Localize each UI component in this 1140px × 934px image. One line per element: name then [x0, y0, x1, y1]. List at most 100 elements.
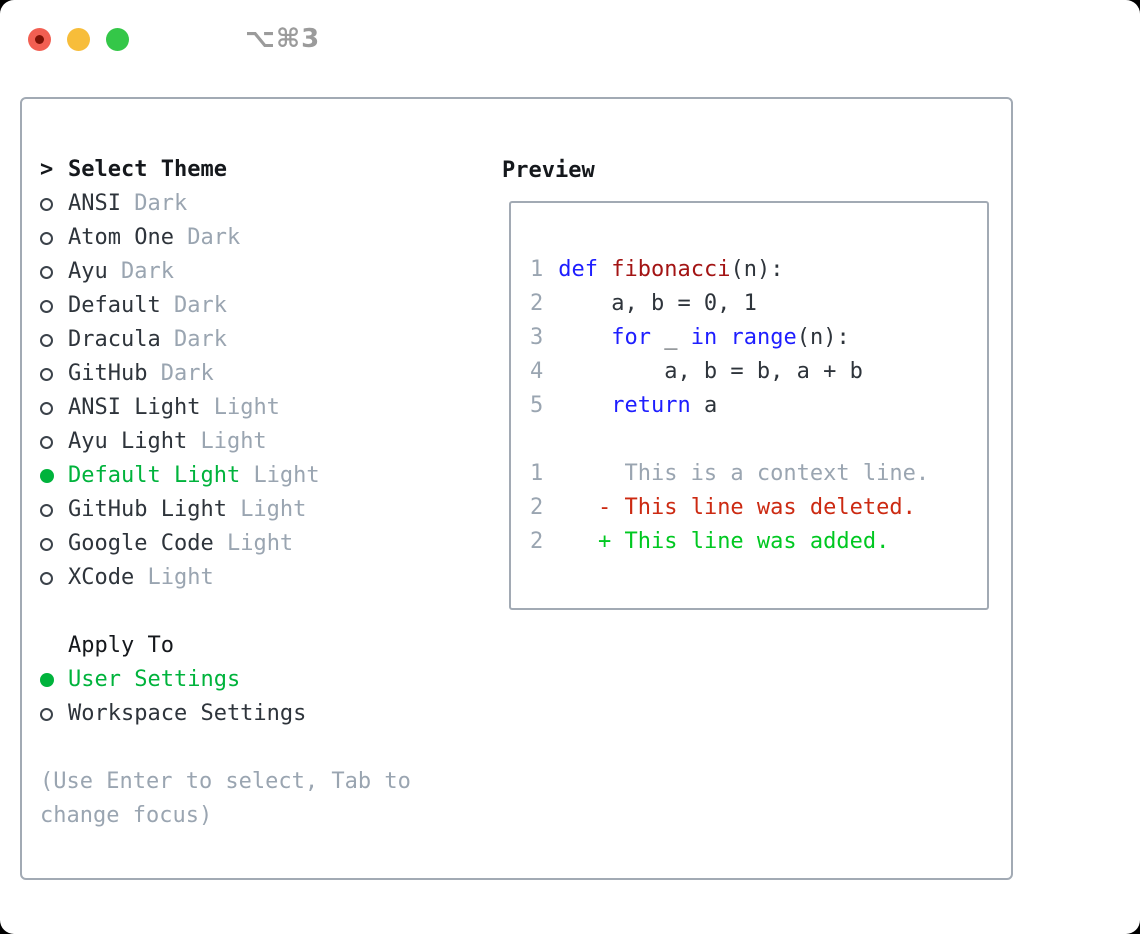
- radio-circle: [40, 673, 54, 687]
- radio-icon: [40, 537, 68, 551]
- radio-circle: [40, 333, 53, 347]
- radio-circle: [40, 367, 53, 381]
- radio-icon: [40, 707, 68, 721]
- code-segment-keyword: def: [558, 257, 598, 282]
- code-segment-plain: a, b = b, a + b: [558, 359, 863, 384]
- theme-name: Atom One: [68, 225, 188, 250]
- radio-selected-icon: [40, 469, 68, 483]
- keyboard-shortcut-label: ⌥⌘3: [245, 24, 321, 54]
- close-button[interactable]: [28, 27, 51, 51]
- select-theme-title: Select Theme: [68, 157, 227, 182]
- theme-variant-tag: Light: [200, 429, 267, 454]
- apply-to-header: Apply To: [40, 629, 490, 663]
- unsaved-dot-icon: [35, 34, 44, 44]
- theme-option-ansi-light[interactable]: ANSI Light Light: [40, 391, 490, 425]
- line-number: 2: [530, 495, 544, 520]
- radio-icon: [40, 401, 68, 415]
- radio-icon: [40, 367, 68, 381]
- theme-option-xcode[interactable]: XCode Light: [40, 561, 490, 595]
- theme-name: ANSI Light: [68, 395, 214, 420]
- radio-circle: [40, 707, 53, 721]
- radio-icon: [40, 435, 68, 449]
- code-segment-plain: [598, 253, 611, 287]
- theme-variant-tag: Light: [240, 497, 307, 522]
- apply-option-workspace-settings[interactable]: Workspace Settings: [40, 697, 490, 731]
- theme-option-ayu[interactable]: Ayu Dark: [40, 255, 490, 289]
- radio-icon: [40, 333, 68, 347]
- line-number: 2: [530, 291, 544, 316]
- radio-icon: [40, 299, 68, 313]
- theme-variant-tag: Light: [213, 395, 280, 420]
- line-number: 4: [530, 359, 544, 384]
- theme-variant-tag: Dark: [134, 191, 188, 216]
- theme-variant-tag: Light: [253, 463, 320, 488]
- theme-variant-tag: Dark: [187, 225, 241, 250]
- theme-option-default-light[interactable]: Default Light Light: [40, 459, 490, 493]
- line-number: 3: [530, 325, 544, 350]
- theme-name: Ayu: [68, 259, 121, 284]
- theme-name: GitHub: [68, 361, 161, 386]
- radio-selected-icon: [40, 673, 68, 687]
- theme-name: GitHub Light: [68, 497, 241, 522]
- code-line: 4 a, b = b, a + b: [530, 355, 987, 389]
- code-segment-keyword: range: [730, 325, 797, 350]
- apply-option-label: Workspace Settings: [68, 701, 307, 726]
- code-segment-plain: a: [690, 393, 718, 418]
- radio-circle: [40, 265, 53, 279]
- radio-circle: [40, 435, 53, 449]
- theme-option-github-light[interactable]: GitHub Light Light: [40, 493, 490, 527]
- theme-option-ayu-light[interactable]: Ayu Light Light: [40, 425, 490, 459]
- code-line: 2 - This line was deleted.: [530, 491, 987, 525]
- theme-option-github[interactable]: GitHub Dark: [40, 357, 490, 391]
- preview-header: Preview: [502, 157, 595, 183]
- code-segment-plain: [558, 389, 611, 423]
- code-segment-keyword: return: [611, 393, 691, 418]
- radio-circle: [40, 299, 53, 313]
- theme-variant-tag: Dark: [173, 327, 227, 352]
- theme-option-default[interactable]: Default Dark: [40, 289, 490, 323]
- theme-name: XCode: [68, 565, 148, 590]
- theme-name: ANSI: [68, 191, 135, 216]
- theme-name: Default: [68, 293, 174, 318]
- theme-variant-tag: Dark: [160, 361, 214, 386]
- theme-option-ansi[interactable]: ANSI Dark: [40, 187, 490, 221]
- line-number: 1: [530, 257, 544, 282]
- theme-option-atom-one[interactable]: Atom One Dark: [40, 221, 490, 255]
- radio-circle: [40, 503, 53, 517]
- radio-circle: [40, 469, 54, 483]
- apply-to-title: Apply To: [68, 633, 174, 658]
- code-segment-keyword: in: [690, 325, 718, 350]
- line-number: 2: [530, 529, 544, 554]
- radio-icon: [40, 503, 68, 517]
- code-segment-plain: [558, 525, 598, 559]
- radio-circle: [40, 231, 53, 245]
- zoom-button[interactable]: [106, 27, 129, 51]
- radio-icon: [40, 231, 68, 245]
- code-segment-plain: [558, 491, 598, 525]
- minimize-button[interactable]: [67, 27, 90, 51]
- radio-icon: [40, 197, 68, 211]
- apply-option-user-settings[interactable]: User Settings: [40, 663, 490, 697]
- theme-name: Dracula: [68, 327, 174, 352]
- theme-option-google-code[interactable]: Google Code Light: [40, 527, 490, 561]
- theme-name: Default Light: [68, 463, 254, 488]
- section-gap: [40, 731, 490, 765]
- theme-option-dracula[interactable]: Dracula Dark: [40, 323, 490, 357]
- code-segment-plain: [558, 321, 611, 355]
- code-line: 5 return a: [530, 389, 987, 423]
- code-segment-deleted: - This line was deleted.: [597, 495, 916, 520]
- code-line: [530, 423, 987, 457]
- code-segment-keyword: for: [611, 325, 651, 350]
- code-segment-plain: (n):: [796, 325, 850, 350]
- line-number: [530, 423, 543, 457]
- theme-variant-tag: Light: [147, 565, 214, 590]
- apply-option-label: User Settings: [68, 667, 241, 692]
